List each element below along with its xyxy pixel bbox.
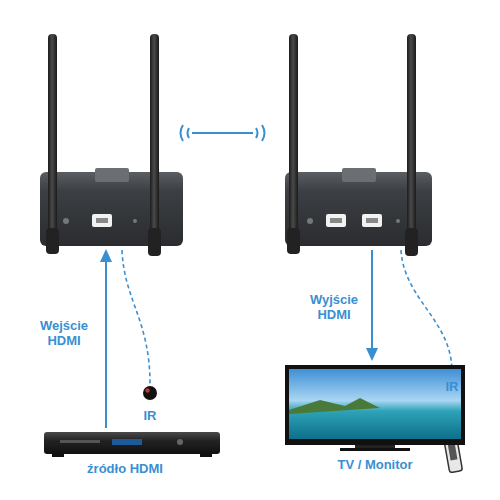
ir-label: IR: [144, 408, 157, 423]
port-label: Wejście HDMI: [33, 318, 95, 348]
device-label: źródło HDMI: [87, 461, 163, 476]
transmitter-unit: [40, 34, 183, 256]
hdmi-output-arrow: [366, 250, 378, 361]
ir-cable: [401, 250, 452, 372]
device-caption: TV / Monitor: [337, 457, 412, 472]
receiver-unit: [285, 34, 432, 256]
dvd-player: [44, 432, 220, 457]
ir-emitter: [143, 386, 157, 400]
wireless-link: [181, 125, 265, 141]
hdmi-input-arrow: [100, 249, 112, 428]
device-caption: źródło HDMI: [87, 461, 163, 476]
tv-monitor: [285, 365, 465, 451]
ir-cable: [122, 250, 150, 384]
port-label: Wyjście HDMI: [303, 292, 365, 322]
device-label: TV / Monitor: [337, 457, 412, 472]
ir-label: IR: [446, 379, 459, 394]
